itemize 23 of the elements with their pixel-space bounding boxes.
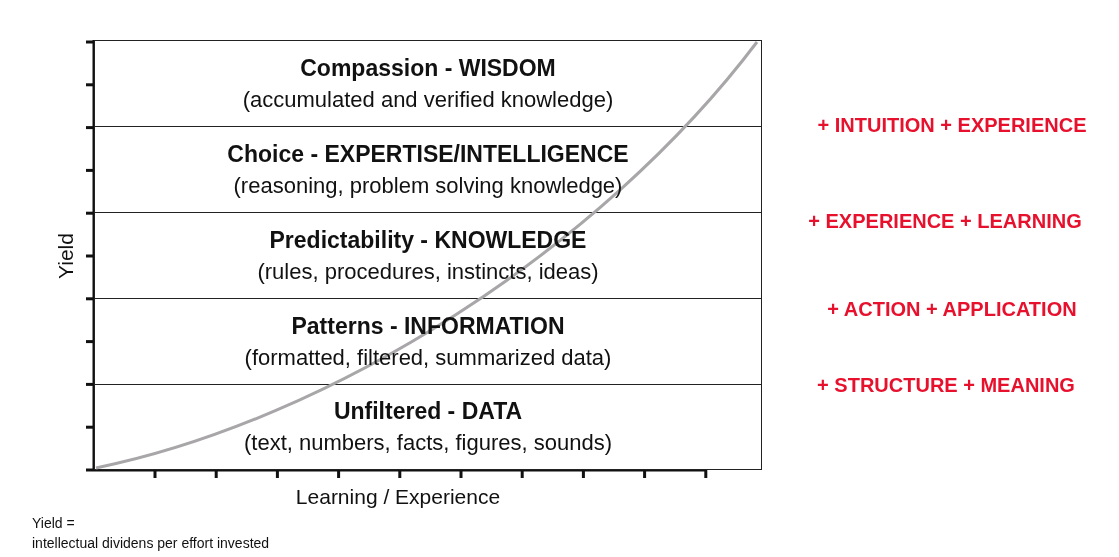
- level-heading: Compassion - WISDOM: [300, 53, 556, 83]
- level-band: [94, 298, 762, 385]
- annotation-text: + ACTION + APPLICATION: [827, 297, 1077, 322]
- level-description: (formatted, filtered, summarized data): [244, 343, 612, 372]
- level-description: (text, numbers, facts, figures, sounds): [243, 429, 612, 457]
- level-band: [94, 212, 762, 299]
- axis-title: Yield: [53, 233, 79, 279]
- axis-title: Learning / Experience: [295, 484, 501, 511]
- level-heading: Patterns - INFORMATION: [291, 311, 565, 341]
- level-heading: Choice - EXPERTISE/INTELLIGENCE: [227, 139, 629, 169]
- level-heading: Predictability - KNOWLEDGE: [269, 225, 587, 255]
- annotation-text: + STRUCTURE + MEANING: [817, 373, 1075, 398]
- level-band: [94, 384, 762, 470]
- level-heading: Unfiltered - DATA: [333, 397, 523, 426]
- level-description: (reasoning, problem solving knowledge): [233, 171, 623, 200]
- footnote: Yield =: [32, 515, 75, 531]
- level-band: [94, 126, 762, 213]
- level-band: [94, 40, 762, 127]
- level-description: (accumulated and verified knowledge): [242, 85, 614, 114]
- annotation-text: + INTUITION + EXPERIENCE: [817, 113, 1087, 138]
- level-description: (rules, procedures, instincts, ideas): [257, 257, 599, 286]
- annotation-text: + EXPERIENCE + LEARNING: [808, 209, 1082, 234]
- footnote: intellectual dividens per effort invested: [32, 535, 270, 551]
